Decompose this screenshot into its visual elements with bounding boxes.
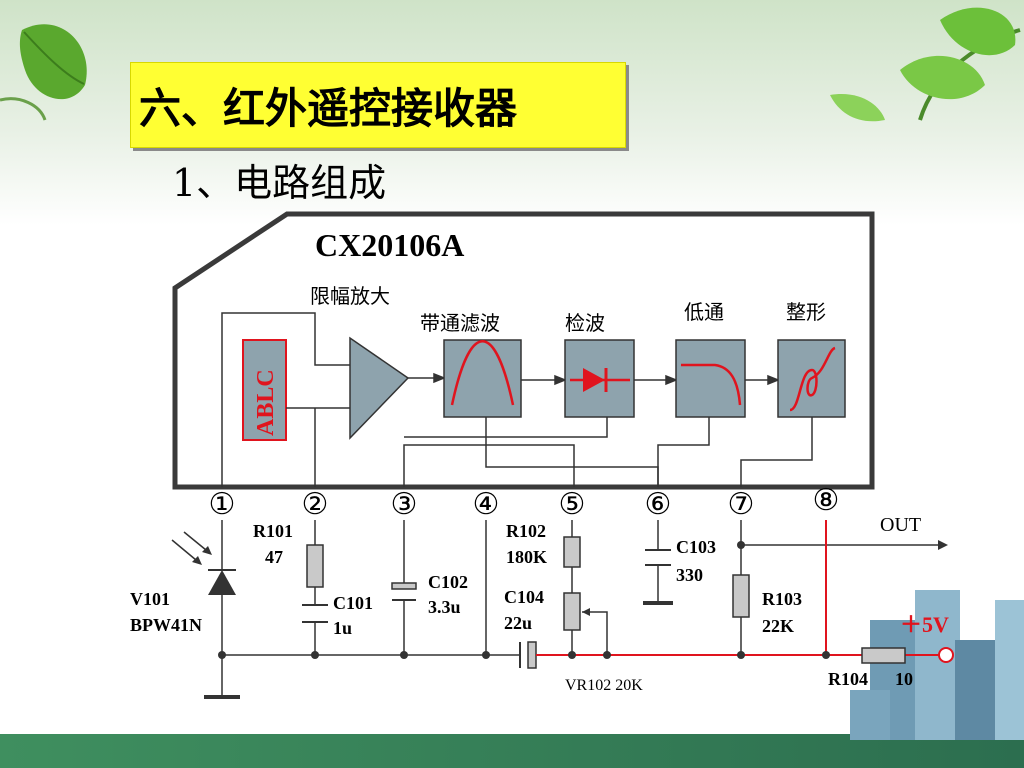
pin-5: ⑤: [559, 488, 586, 521]
signal-arrows: [408, 372, 781, 386]
r103-value: 22K: [762, 616, 794, 636]
chip-name: CX20106A: [315, 227, 464, 263]
r101-value: 47: [265, 547, 283, 567]
r102-resistor: [563, 536, 581, 568]
pin-4: ④: [473, 488, 500, 521]
c101-ref: C101: [333, 593, 373, 613]
ablc-label: ABLC: [253, 369, 279, 436]
slide-subtitle: 1、电路组成: [172, 161, 387, 205]
power-wiring: [536, 520, 940, 656]
c102-value: 3.3u: [428, 597, 461, 617]
amplifier-symbol: [349, 336, 410, 440]
label-shaper: 整形: [786, 300, 826, 324]
pin-1: ①: [209, 488, 236, 521]
external-wiring: [221, 520, 940, 697]
c103-ref: C103: [676, 537, 716, 557]
label-detector: 检波: [565, 311, 605, 335]
pin-6: ⑥: [645, 488, 672, 521]
pin-8: ⑧: [813, 484, 840, 517]
r104-value: 10: [895, 669, 913, 689]
vr102-label: VR102 20K: [565, 677, 643, 694]
pin-7: ⑦: [728, 488, 755, 521]
diode-icon: [570, 368, 630, 392]
r101-resistor: [306, 544, 324, 588]
label-lowpass: 低通: [684, 300, 724, 324]
label-limiter-amp: 限幅放大: [310, 284, 390, 308]
r101-ref: R101: [253, 521, 293, 541]
c101-value: 1u: [333, 618, 352, 638]
junction-dots: [218, 541, 830, 659]
leaf-decoration-left: [0, 24, 87, 121]
title-box: 六、红外遥控接收器: [130, 62, 626, 148]
vcc-label: ＋5V: [900, 612, 949, 637]
photodiode-symbol: [171, 531, 236, 595]
c104-capacitor: [519, 641, 537, 669]
out-label: OUT: [880, 514, 921, 536]
shaper-curve-icon: [789, 346, 836, 412]
bandpass-curve-icon: [450, 340, 515, 406]
r102-value: 180K: [506, 547, 547, 567]
capacitors: [302, 549, 671, 623]
label-bandpass: 带通滤波: [420, 311, 500, 335]
component-labels: R101 47 C101 1u C102 3.3u R102 180K C104…: [130, 521, 913, 689]
v101-ref: V101: [130, 589, 170, 609]
r102-ref: R102: [506, 521, 546, 541]
c103-value: 330: [676, 565, 703, 585]
buildings-decoration: [850, 590, 1024, 740]
r104-resistor: [861, 647, 906, 664]
internal-wiring: [221, 312, 813, 487]
c104-ref: C104: [504, 587, 544, 607]
bandpass-block: [443, 339, 522, 418]
vcc-terminal: [938, 647, 954, 663]
out-arrow-icon: [938, 540, 948, 550]
c104-value: 22u: [504, 613, 532, 633]
pin-2: ②: [302, 488, 329, 521]
leaf-decoration-right: [830, 7, 1021, 122]
vr102-potentiometer: [563, 592, 581, 631]
r103-ref: R103: [762, 589, 802, 609]
c102-ref: C102: [428, 572, 468, 592]
r104-ref: R104: [828, 669, 868, 689]
r103-resistor: [732, 574, 750, 618]
slide-title: 六、红外遥控接收器: [139, 84, 518, 133]
v101-value: BPW41N: [130, 615, 202, 635]
pin-3: ③: [391, 488, 418, 521]
lowpass-curve-icon: [681, 363, 742, 406]
ablc-block: [242, 339, 287, 441]
pin-numbers: ① ② ③ ④ ⑤ ⑥ ⑦ ⑧: [209, 484, 840, 521]
